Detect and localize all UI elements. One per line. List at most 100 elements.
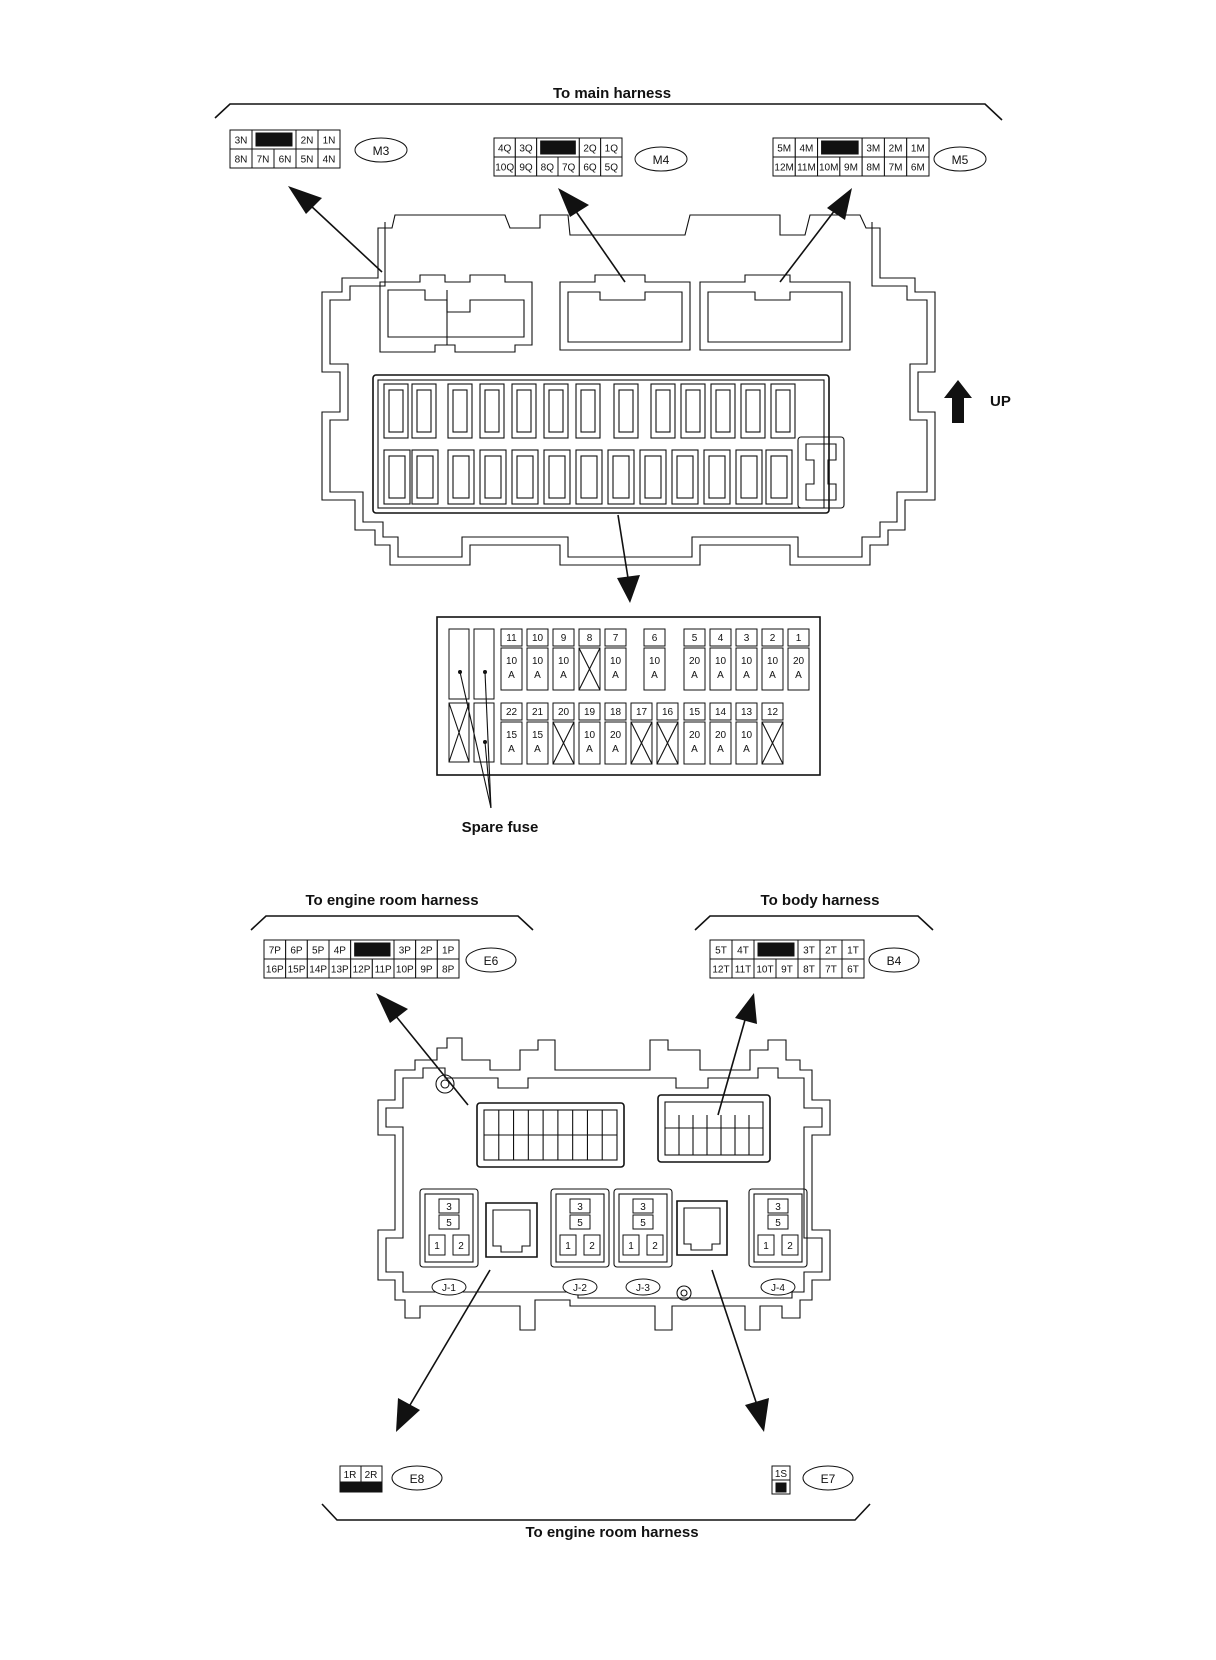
connector-m5-pin: 9M: [844, 163, 858, 174]
fuse-rating-cell: [709, 647, 732, 691]
connector-e6-pin: 5P: [312, 946, 325, 957]
fuse-cell: [761, 628, 784, 647]
body-harness-label: To body harness: [761, 892, 880, 909]
fuse-rating-cell: [578, 721, 601, 765]
fuse-number: 22: [506, 707, 518, 718]
fuse-number: 7: [613, 633, 619, 644]
connector-m3-pin: 6N: [279, 155, 292, 166]
arrow-to-e8: [396, 1269, 491, 1432]
joint-pin: 3: [577, 1202, 583, 1213]
connector-e7: 1S E7: [771, 1465, 854, 1495]
connector-b4-pin: 10T: [756, 965, 773, 976]
fuse-cell: [500, 628, 523, 647]
connector-m5-pin: 3M: [866, 144, 880, 155]
fuse-amperage: 15: [532, 730, 544, 741]
connector-m4-pin: 4Q: [498, 144, 512, 155]
connector-m5-pin: 4M: [799, 144, 813, 155]
joint-pin: 2: [787, 1241, 793, 1252]
fuse-number: 19: [584, 707, 596, 718]
fuse-number: 5: [692, 633, 698, 644]
joint-connector-4: [748, 1188, 808, 1268]
connector-e6-pin-cell: [436, 939, 460, 960]
fuse-amperage: 20: [715, 730, 727, 741]
fuse-cell: [761, 702, 784, 721]
arrow-to-m4: [558, 188, 626, 283]
fuse-number: 10: [532, 633, 544, 644]
connector-m3-pin: 2N: [301, 136, 314, 147]
fuse-rating-cell: [709, 721, 732, 765]
connector-e6-blank-cavity: [354, 942, 391, 957]
fuse-slot: [740, 383, 766, 439]
fuse-slot: [543, 449, 571, 505]
connector-m5-pin: 11M: [797, 163, 816, 174]
fuse-amperage: 10: [715, 656, 727, 667]
joint-pin: 3: [640, 1202, 646, 1213]
fuse-slot: [671, 449, 699, 505]
joint-pin: 5: [640, 1218, 646, 1229]
fuse-slot: [703, 449, 731, 505]
joint-id-badge: [625, 1278, 661, 1296]
fuse-number: 11: [506, 633, 517, 644]
fuse-unit: A: [612, 744, 619, 755]
connector-m5-pin: 10M: [819, 163, 838, 174]
connector-b4-badge: [868, 947, 920, 973]
fuse-cell: [643, 628, 666, 647]
connector-m5-id: M5: [952, 153, 969, 167]
fuse-cell: [709, 702, 732, 721]
upper-fuse-block: [321, 214, 936, 566]
joint-pin: 3: [775, 1202, 781, 1213]
connector-m4-pin: 3Q: [519, 144, 533, 155]
joint-id: J-4: [771, 1283, 785, 1294]
joint-connector-3: [613, 1188, 673, 1268]
connector-b4-id: B4: [887, 954, 902, 968]
connector-m4-pin: 6Q: [583, 163, 597, 174]
fuse-slot: [447, 383, 473, 439]
fuse-cell: [683, 628, 706, 647]
fuse-amperage: 10: [558, 656, 570, 667]
connector-m5-pin: 7M: [889, 163, 903, 174]
arrow-to-fuse-chart: [617, 514, 640, 603]
joint-connector-2: [550, 1188, 610, 1268]
fuse-amperage: 20: [689, 656, 701, 667]
fuse-cell: [656, 702, 679, 721]
fuse-cell: [604, 702, 627, 721]
connector-m5-pin: 8M: [866, 163, 880, 174]
connector-e6-id: E6: [484, 954, 499, 968]
fuse-unit: A: [560, 670, 567, 681]
fuse-slot: [511, 449, 539, 505]
connector-b4-pin: 7T: [825, 965, 837, 976]
engine-room-harness-bottom-bracket: [321, 1503, 871, 1521]
joint-pin: 5: [577, 1218, 583, 1229]
fuse-rating-cell: [683, 647, 706, 691]
connector-e6-pin: 1P: [442, 946, 455, 957]
connector-e6-pin: 16P: [266, 965, 284, 976]
connector-m5-pin: 6M: [911, 163, 925, 174]
connector-b4-pin: 9T: [781, 965, 793, 976]
connector-e6-pin: 6P: [290, 946, 303, 957]
fuse-slot: [543, 383, 569, 439]
connector-b4-pin: 5T: [715, 946, 727, 957]
connector-e6-pin: 9P: [420, 965, 433, 976]
connector-m4-id: M4: [653, 153, 670, 167]
engine-room-harness-top-bracket: [250, 915, 534, 931]
joint-pin: 2: [458, 1241, 464, 1252]
fuse-slot: [479, 383, 505, 439]
connector-e8-badge: [391, 1465, 443, 1491]
connector-b4-blank-cavity: [757, 942, 795, 957]
joint-pin: 2: [652, 1241, 658, 1252]
connector-m4-pin: 9Q: [519, 163, 533, 174]
connector-e8-pin: 2R: [365, 1470, 378, 1481]
connector-e6-pin: 3P: [399, 946, 412, 957]
joint-housing: [424, 1193, 474, 1263]
body-harness-bracket: [694, 915, 934, 931]
connector-b4-pin: 2T: [825, 946, 837, 957]
fuse-unit: A: [612, 670, 619, 681]
connector-m4-blank-cavity: [540, 140, 576, 155]
connector-m4-pin: 8Q: [541, 163, 555, 174]
fuse-unit: A: [508, 670, 515, 681]
fuse-unit: A: [795, 670, 802, 681]
